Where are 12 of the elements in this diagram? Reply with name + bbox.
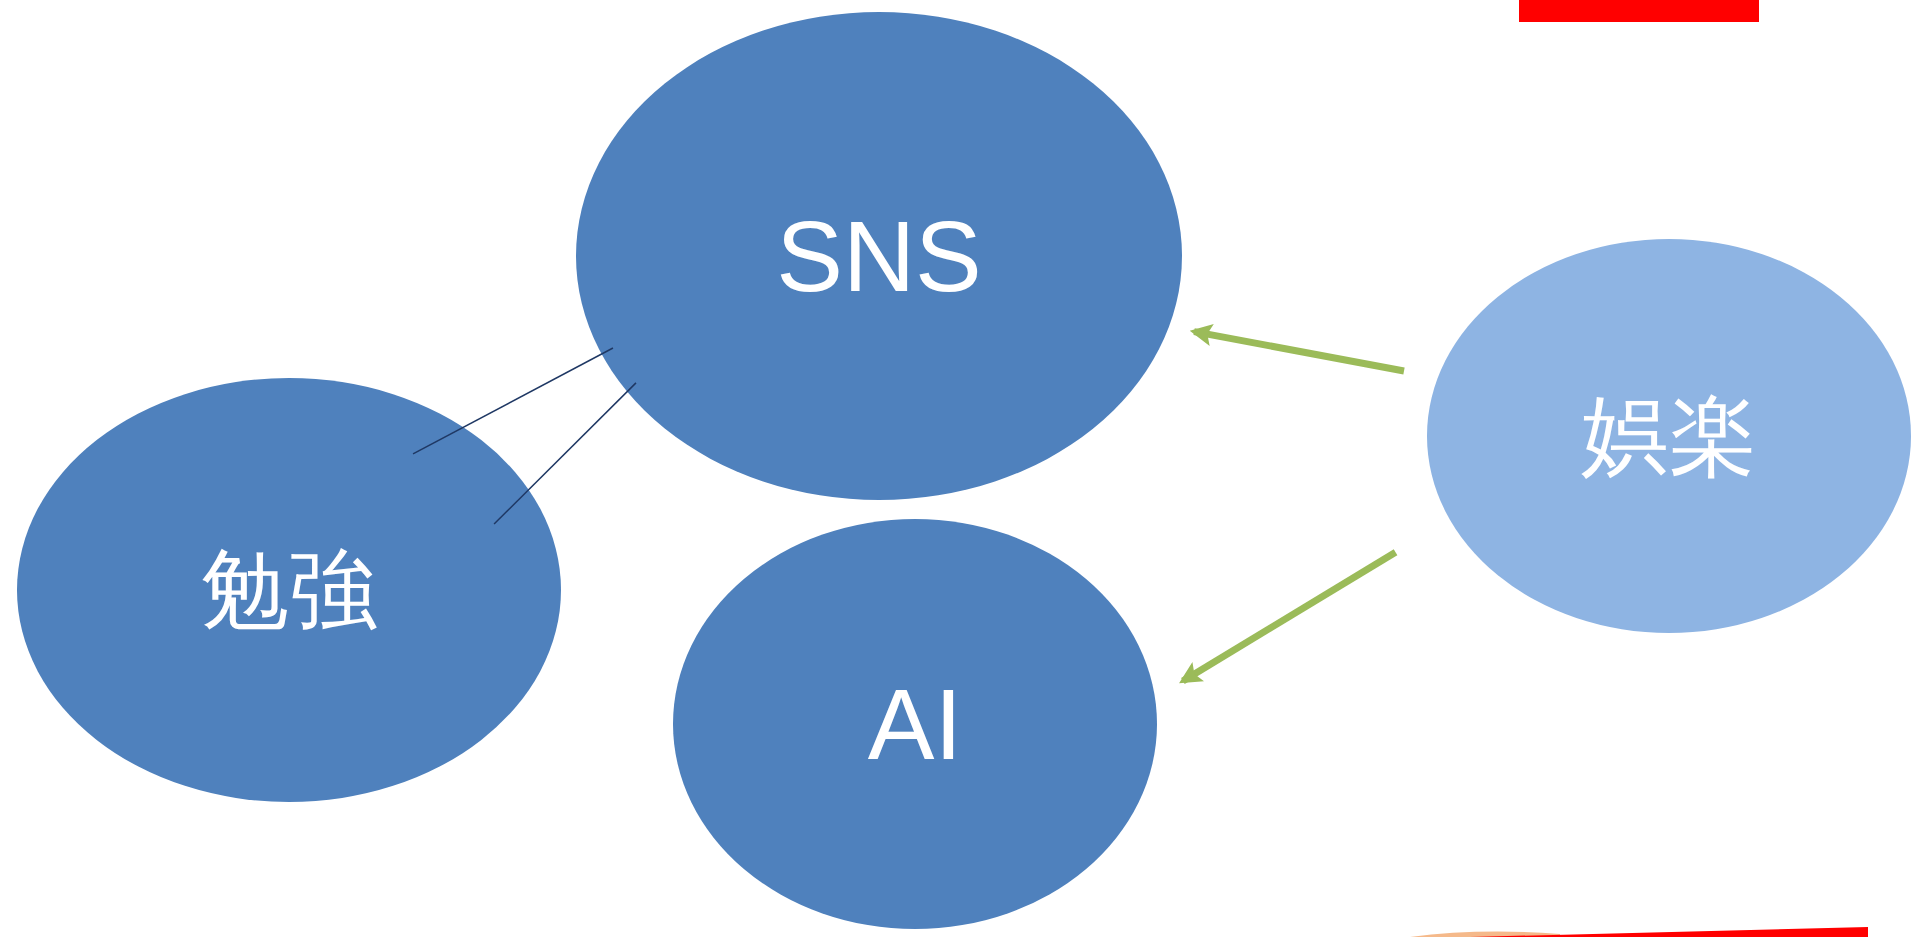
ellipse-node <box>576 12 1182 500</box>
node-label: SNS <box>776 206 982 306</box>
arrow <box>1189 323 1405 375</box>
node-label: AI <box>867 674 963 774</box>
node-label: 勉強 <box>201 546 377 634</box>
arrow <box>1179 549 1398 684</box>
connector-line <box>412 347 614 455</box>
ellipse-node <box>673 519 1157 929</box>
ellipse-node <box>17 378 561 802</box>
ellipse-node <box>1427 239 1911 633</box>
connector-line <box>493 382 637 525</box>
node-label: 娯楽 <box>1581 392 1757 480</box>
